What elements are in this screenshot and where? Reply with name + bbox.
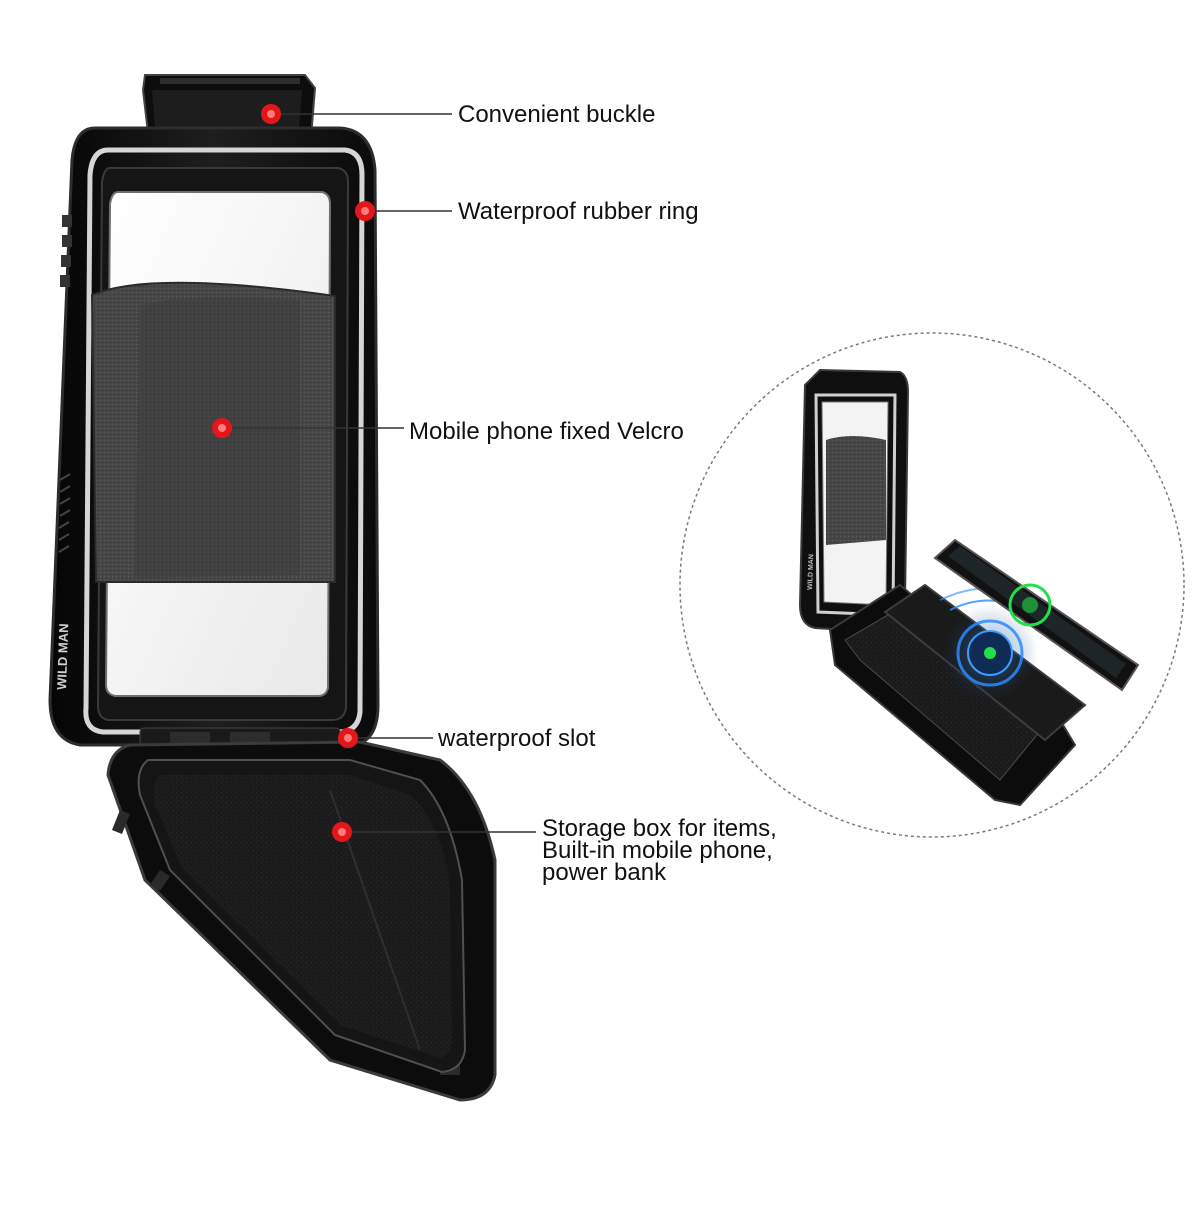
marker-buckle-icon [261,104,281,124]
storage-box [106,740,497,1102]
label-velcro: Mobile phone fixed Velcro [409,418,684,445]
chevron-marks [58,473,71,553]
marker-rubber-ring-icon [355,201,375,221]
label-storage-line-3: power bank [542,859,667,886]
label-storage-box: Storage box for items, Built-in mobile p… [542,815,777,886]
marker-storage-icon [332,822,352,842]
label-waterproof-slot: waterproof slot [438,725,596,752]
label-storage-line-2: Built-in mobile phone, [542,837,773,864]
marker-slot-icon [338,728,358,748]
label-storage-line-1: Storage box for items, [542,815,777,842]
inset-dashed-circle [679,332,1185,838]
callout-markers [212,104,375,842]
label-convenient-buckle: Convenient buckle [458,101,656,128]
side-ribs [60,215,72,287]
inset-usage-scene: WILD MAN [679,332,1185,838]
callout-lines [222,113,536,833]
inset-brand-marking: WILD MAN [807,554,815,590]
marker-velcro-icon [212,418,232,438]
brand-marking: WILD MAN [54,623,71,690]
label-waterproof-rubber-ring: Waterproof rubber ring [458,198,699,225]
